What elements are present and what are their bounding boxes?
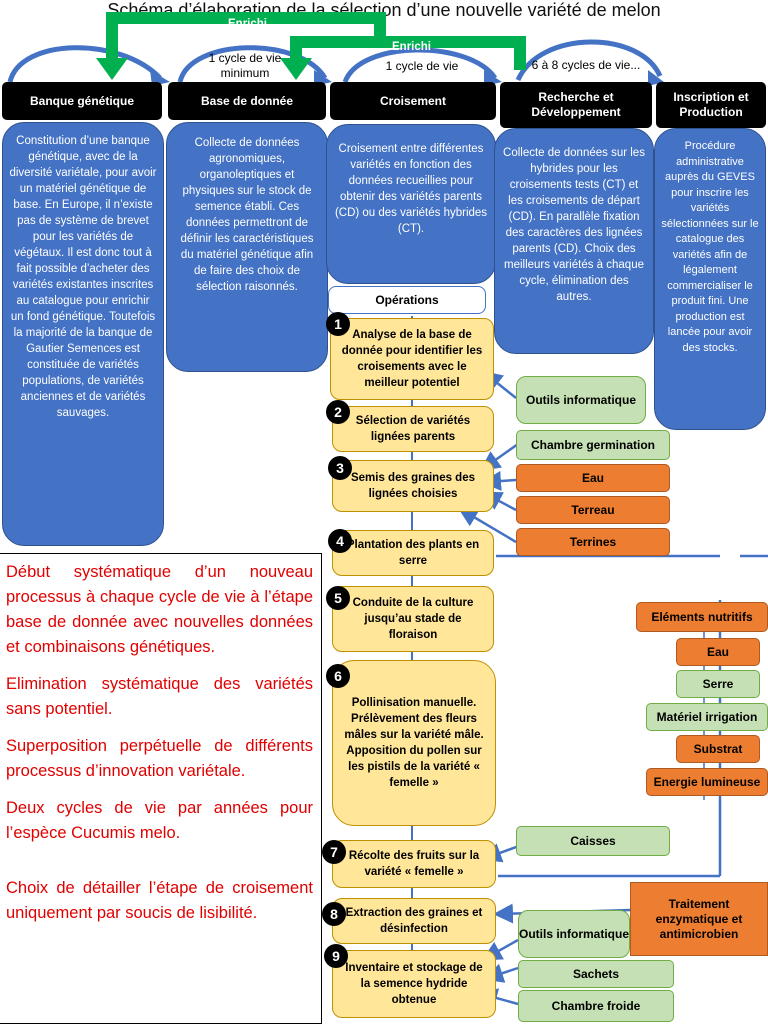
stage-desc-base: Collecte de données agronomiques, organo… (166, 122, 328, 372)
cycle-arrow-1 (7, 45, 162, 83)
resource-substrat: Substrat (676, 735, 760, 763)
note-4: Deux cycles de vie par années pour l’esp… (6, 799, 313, 842)
stage-desc-banque: Constitution d’une banque génétique, ave… (2, 122, 164, 546)
step-number-5: 5 (326, 586, 350, 610)
stage-header-base: Base de donnée (168, 82, 326, 120)
step-2: Sélection de variétés lignées parents (332, 406, 494, 452)
cycle-arrow-4 (515, 39, 663, 82)
resource-elements-nutritifs: Eléments nutritifs (636, 602, 768, 632)
cycle-label-1: 1 cycle de vie (385, 59, 459, 73)
resource-chambre-germination: Chambre germination (516, 430, 670, 460)
resource-serre: Serre (676, 670, 760, 698)
step-5: Conduite de la culture jusqu’au stade de… (332, 586, 494, 652)
resource-eau-2: Eau (676, 638, 760, 666)
cycle-label-6-8: 6 à 8 cycles de vie... (531, 58, 641, 72)
step-7: Récolte des fruits sur la variété « feme… (332, 840, 496, 888)
note-1: Début systématique d’un nouveau processu… (6, 563, 313, 656)
step-number-4: 4 (328, 529, 352, 553)
stage-desc-recherche: Collecte de données sur les hybrides pou… (494, 128, 654, 354)
resource-traitement: Traitement enzymatique et antimicrobien (630, 882, 768, 956)
resource-caisses: Caisses (516, 826, 670, 856)
stage-header-inscription: Inscription et Production (656, 82, 766, 128)
resource-eau-1: Eau (516, 464, 670, 492)
stage-header-banque: Banque génétique (2, 82, 162, 120)
stage-desc-croisement: Croisement entre différentes variétés en… (326, 124, 496, 284)
resource-terreau: Terreau (516, 496, 670, 524)
enrichi-label-2: Enrichi (392, 41, 431, 53)
step-number-3: 3 (328, 456, 352, 480)
resource-energie-lumineuse: Energie lumineuse (646, 768, 768, 796)
step-number-6: 6 (326, 664, 350, 688)
enrichi-label-1: Enrichi (228, 18, 267, 30)
stage-header-recherche: Recherche et Développement (500, 82, 652, 128)
step-8: Extraction des graines et désinfection (332, 898, 496, 944)
operations-label: Opérations (328, 286, 486, 314)
cycle-arrow-2 (177, 45, 328, 83)
step-4: Plantation des plants en serre (332, 530, 494, 576)
step-9: Inventaire et stockage de la semence hyd… (332, 950, 496, 1018)
resource-outils-informatique-2: Outils informatique (518, 910, 630, 958)
stage-desc-inscription: Procédure administrative auprès du GEVES… (654, 128, 766, 430)
step-3: Semis des graines des lignées choisies (332, 460, 494, 512)
step-number-9: 9 (324, 944, 348, 968)
resource-outils-informatique-1: Outils informatique (516, 376, 646, 424)
note-2: Elimination systématique des variétés sa… (6, 675, 313, 718)
step-1: Analyse de la base de donnée pour identi… (330, 318, 494, 400)
stage-header-croisement: Croisement (330, 82, 496, 120)
resource-sachets: Sachets (518, 960, 674, 988)
resource-materiel-irrigation: Matériel irrigation (646, 703, 768, 731)
enrichi-arrow-1 (106, 12, 386, 70)
step-number-2: 2 (326, 400, 350, 424)
step-number-1: 1 (326, 312, 350, 336)
notes-box: Début systématique d’un nouveau processu… (0, 553, 322, 1024)
note-5: Choix de détailler l’étape de croisement… (6, 879, 313, 922)
resource-chambre-froide: Chambre froide (518, 990, 674, 1022)
step-6: Pollinisation manuelle. Prélèvement des … (332, 660, 496, 826)
step-number-7: 7 (322, 840, 346, 864)
cycle-label-minimum: 1 cycle de vie minimum (208, 51, 282, 80)
note-3: Superposition perpétuelle de différents … (6, 737, 313, 780)
enrichi-arrow-2 (290, 36, 526, 70)
cycle-arrow-3 (342, 47, 498, 84)
resource-terrines: Terrines (516, 528, 670, 556)
step-number-8: 8 (322, 902, 346, 926)
